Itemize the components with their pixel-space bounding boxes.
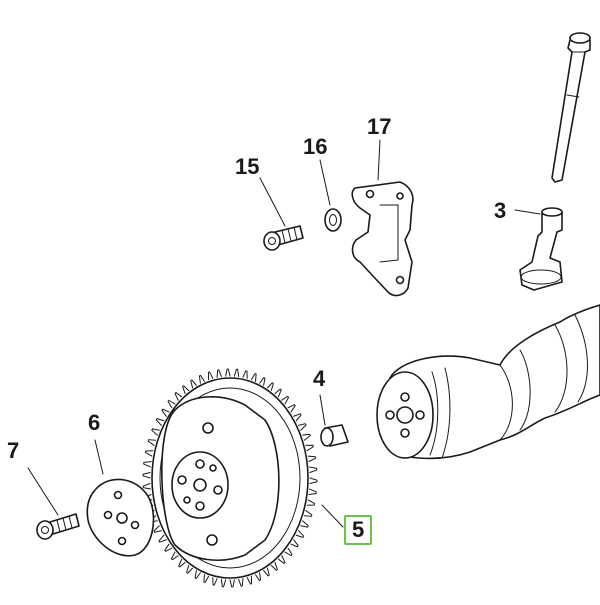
gear-tooth: [290, 539, 299, 548]
gear-tooth: [295, 530, 305, 538]
gear-tooth: [216, 369, 222, 378]
gear-tooth: [242, 370, 248, 379]
cam-gear[interactable]: [142, 368, 318, 588]
gear-tooth: [194, 570, 201, 579]
gear-tooth: [225, 368, 231, 377]
gear-tooth: [147, 439, 157, 446]
gear-tooth: [142, 483, 151, 490]
gear-tooth: [238, 578, 244, 587]
callout-4: 4: [313, 366, 326, 391]
callout-7: 7: [7, 438, 20, 463]
gear-tooth: [174, 392, 183, 401]
bushing[interactable]: [320, 424, 349, 447]
gear-plate[interactable]: [86, 478, 155, 557]
gear-tooth: [207, 371, 214, 381]
gear-tooth: [309, 477, 318, 485]
callout-17: 17: [367, 114, 392, 139]
gear-tooth: [143, 460, 152, 468]
gear-tooth: [300, 520, 309, 528]
gear-tooth: [212, 577, 218, 586]
gear-tooth: [266, 382, 274, 392]
bolt-lower[interactable]: [36, 513, 80, 540]
gear-tooth: [287, 404, 296, 413]
gear-tooth: [167, 399, 176, 409]
gear-tooth: [155, 418, 165, 426]
gear-tooth: [186, 564, 194, 574]
gear-tooth: [307, 455, 317, 462]
gear-tooth: [170, 551, 179, 561]
callout-15: 15: [235, 154, 260, 179]
gear-tooth: [190, 379, 197, 389]
gear-tooth: [142, 471, 151, 479]
gear-tooth: [198, 374, 205, 384]
thrust-plate[interactable]: [351, 181, 414, 297]
gear-tooth: [255, 572, 262, 582]
leader-lines: [27, 139, 541, 528]
gear-tooth: [144, 450, 154, 457]
gear-tooth: [277, 555, 286, 564]
washer[interactable]: [324, 208, 342, 232]
gear-tooth: [302, 433, 311, 441]
gear-tooth: [306, 499, 316, 506]
gear-tooth: [284, 547, 293, 557]
gear-tooth: [153, 525, 162, 533]
gear-tooth: [308, 488, 317, 496]
gear-tooth: [233, 368, 240, 378]
gear-tooth: [182, 385, 190, 395]
gear-tooth: [293, 413, 302, 422]
gear-tooth: [250, 373, 257, 382]
gear-tooth: [263, 567, 270, 577]
gear-tooth: [203, 574, 210, 583]
tappet[interactable]: [519, 207, 563, 291]
gear-tooth: [164, 543, 173, 552]
callout-3: 3: [494, 198, 507, 223]
gear-tooth: [229, 579, 235, 588]
gear-tooth: [246, 575, 253, 585]
callout-6: 6: [88, 410, 101, 435]
gear-tooth: [298, 423, 307, 431]
gear-tooth: [151, 428, 160, 436]
bolt-upper[interactable]: [263, 225, 304, 251]
camshaft[interactable]: [376, 304, 600, 460]
gear-tooth: [281, 395, 290, 405]
gear-tooth: [158, 534, 167, 543]
callout-16: 16: [303, 134, 328, 159]
gear-tooth: [303, 510, 313, 517]
gear-tooth: [274, 388, 282, 398]
push-rod[interactable]: [551, 32, 591, 183]
gear-tooth: [178, 558, 186, 568]
gear-tooth: [270, 561, 278, 571]
gear-tooth: [161, 408, 170, 417]
gear-tooth: [220, 578, 227, 588]
gear-tooth: [259, 377, 266, 386]
callout-5[interactable]: 5: [344, 515, 373, 545]
gear-tooth: [309, 466, 318, 473]
gear-tooth: [305, 444, 314, 452]
